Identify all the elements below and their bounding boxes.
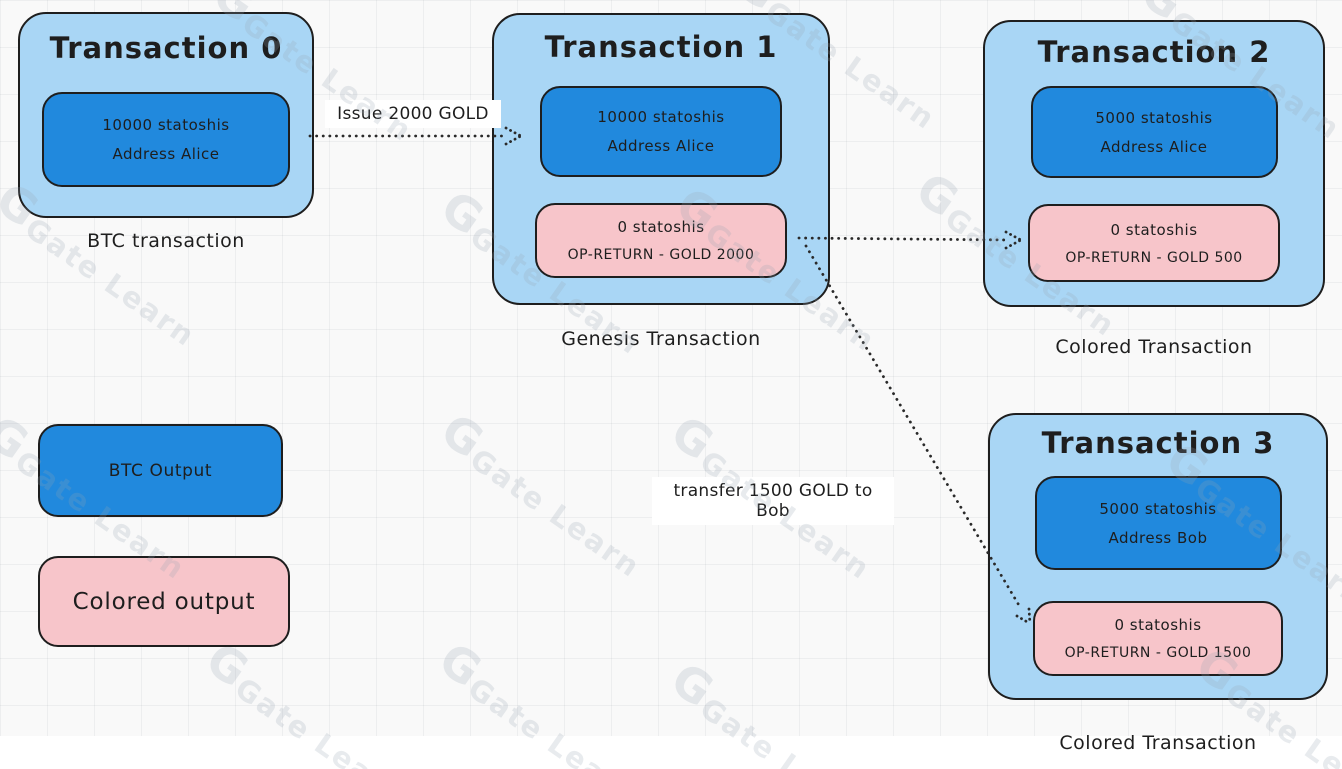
output-amount: 10000 statoshis <box>102 116 230 134</box>
transaction-card-0: Transaction 0 10000 statoshis Address Al… <box>18 12 314 218</box>
output-amount: 5000 statoshis <box>1099 499 1217 518</box>
watermark-logo-icon: G <box>0 404 39 471</box>
output-opreturn: OP-RETURN - GOLD 2000 <box>567 247 755 263</box>
arrow-tx1-to-tx2 <box>797 236 1010 242</box>
transaction-1-btc-output: 10000 statoshis Address Alice <box>540 86 782 177</box>
arrow-label-issue-gold: Issue 2000 GOLD <box>325 100 501 128</box>
watermark-logo-icon: G <box>429 631 492 698</box>
output-amount: 0 statoshis <box>1114 616 1202 634</box>
legend-btc-output: BTC Output <box>38 424 283 517</box>
transaction-2-btc-output: 5000 statoshis Address Alice <box>1030 86 1278 178</box>
watermark-logo-icon: G <box>661 404 724 471</box>
watermark-logo-icon: G <box>431 179 494 246</box>
arrow-label-transfer-gold: transfer 1500 GOLD to Bob <box>652 477 894 525</box>
transaction-0-title: Transaction 0 <box>49 31 283 65</box>
watermark-logo-icon: G <box>661 651 724 718</box>
transaction-3-caption: Colored Transaction <box>1059 732 1257 754</box>
transaction-card-3: Transaction 3 5000 statoshis Address Bob… <box>988 413 1328 700</box>
transaction-2-title: Transaction 2 <box>1037 35 1271 69</box>
transaction-card-2: Transaction 2 5000 statoshis Address Ali… <box>983 20 1325 307</box>
output-address: Address Alice <box>1100 137 1208 156</box>
watermark: G Gate Learn <box>431 402 647 585</box>
transaction-0-btc-output: 10000 statoshis Address Alice <box>42 92 290 187</box>
transaction-2-colored-output: 0 statoshis OP-RETURN - GOLD 500 <box>1028 204 1280 282</box>
transaction-0-caption: BTC transaction <box>87 230 245 252</box>
output-address: Address Alice <box>112 145 220 163</box>
transaction-2-caption: Colored Transaction <box>1055 336 1253 358</box>
watermark-logo-icon: G <box>431 402 494 469</box>
transaction-1-colored-output: 0 statoshis OP-RETURN - GOLD 2000 <box>535 203 787 278</box>
watermark-logo-icon: G <box>906 161 969 228</box>
transaction-1-title: Transaction 1 <box>544 30 778 64</box>
transaction-card-1: Transaction 1 10000 statoshis Address Al… <box>492 13 830 305</box>
transaction-3-colored-output: 0 statoshis OP-RETURN - GOLD 1500 <box>1033 601 1283 676</box>
output-opreturn: OP-RETURN - GOLD 1500 <box>1064 645 1252 661</box>
output-address: Address Bob <box>1108 528 1208 547</box>
legend-colored-output: Colored output <box>38 556 290 647</box>
transaction-3-title: Transaction 3 <box>1041 426 1275 460</box>
transaction-1-caption: Genesis Transaction <box>561 328 761 350</box>
output-amount: 5000 statoshis <box>1095 108 1213 127</box>
transaction-3-btc-output: 5000 statoshis Address Bob <box>1034 476 1282 570</box>
output-amount: 0 statoshis <box>1110 220 1198 239</box>
output-amount: 10000 statoshis <box>597 108 725 126</box>
output-opreturn: OP-RETURN - GOLD 500 <box>1065 249 1243 266</box>
output-address: Address Alice <box>607 137 715 155</box>
output-amount: 0 statoshis <box>617 218 705 236</box>
bottom-margin <box>0 736 1342 769</box>
